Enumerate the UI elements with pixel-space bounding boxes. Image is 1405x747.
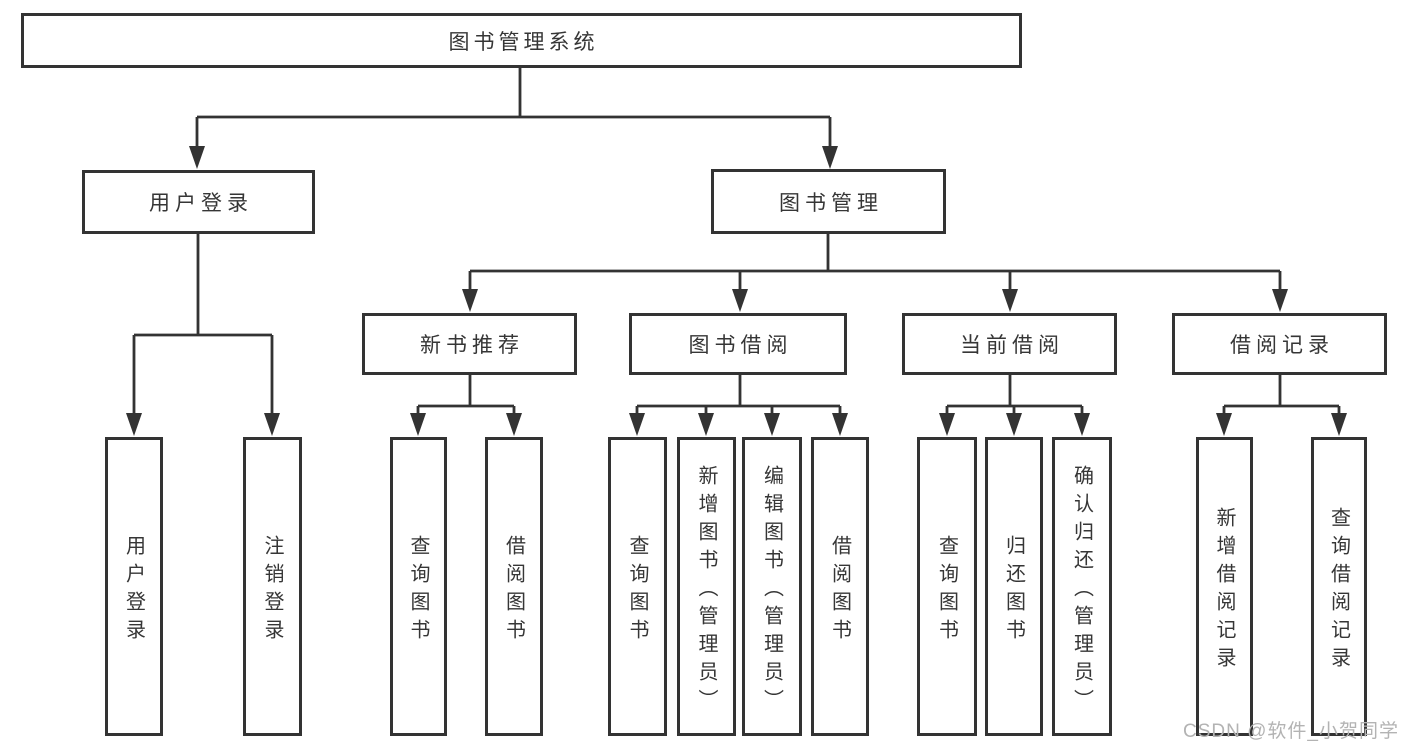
- leaf-label: 新增借阅记录: [1213, 506, 1235, 675]
- node-borrow-records: 借阅记录: [1172, 313, 1387, 375]
- leaf-label: 借阅图书: [828, 534, 851, 647]
- leaf-label: 查询图书: [407, 534, 429, 647]
- arrowhead: [939, 413, 955, 436]
- arrowhead: [506, 413, 522, 436]
- node-current-borrow-label: 当前借阅: [960, 334, 1064, 357]
- leaf-user-login: 用户登录: [105, 437, 163, 736]
- leaf-query-books-recommend: 查询图书: [390, 437, 447, 736]
- csdn-watermark: CSDN @软件_小贺同学: [1183, 721, 1399, 742]
- arrowhead: [1002, 289, 1018, 312]
- arrowhead: [126, 413, 142, 436]
- arrowhead: [264, 413, 280, 436]
- node-library-system: 图书管理系统: [21, 13, 1022, 68]
- arrowhead: [1331, 413, 1347, 436]
- arrowhead: [410, 413, 426, 436]
- leaf-query-borrow-record: 查询借阅记录: [1311, 437, 1367, 736]
- arrowhead: [189, 146, 205, 169]
- leaf-borrow-books: 借阅图书: [811, 437, 869, 736]
- node-book-borrow-label: 图书借阅: [688, 334, 793, 357]
- leaf-label: 查询图书: [626, 534, 648, 647]
- leaf-return-books: 归还图书: [985, 437, 1043, 736]
- leaf-query-books-borrow: 查询图书: [608, 437, 667, 736]
- leaf-label: 归还图书: [1002, 534, 1025, 647]
- arrowhead: [822, 146, 838, 169]
- node-user-login-label: 用户登录: [149, 192, 253, 215]
- leaf-label: 查询借阅记录: [1327, 506, 1350, 675]
- arrowhead: [764, 413, 780, 436]
- arrowhead: [732, 289, 748, 312]
- arrowhead: [1074, 413, 1090, 436]
- arrowhead: [629, 413, 645, 436]
- leaf-add-books-admin: 新增图书（管理员）: [677, 437, 736, 736]
- leaf-label: 编辑图书（管理员）: [760, 464, 783, 717]
- leaf-borrow-books-recommend: 借阅图书: [485, 437, 543, 736]
- leaf-label: 借阅图书: [502, 534, 525, 647]
- node-new-book-recommend-label: 新书推荐: [420, 334, 524, 357]
- node-library-system-label: 图书管理系统: [448, 30, 599, 54]
- node-book-borrow: 图书借阅: [629, 313, 847, 375]
- leaf-query-books-current: 查询图书: [917, 437, 977, 736]
- leaf-label: 查询图书: [935, 534, 958, 647]
- leaf-label: 确认归还（管理员）: [1070, 464, 1093, 717]
- arrowhead: [462, 289, 478, 312]
- node-current-borrow: 当前借阅: [902, 313, 1117, 375]
- leaf-user-login-label: 用户登录: [122, 534, 145, 647]
- leaf-edit-books-admin: 编辑图书（管理员）: [742, 437, 802, 736]
- arrowhead: [1272, 289, 1288, 312]
- arrowhead: [1216, 413, 1232, 436]
- node-book-management-label: 图书管理: [779, 191, 883, 215]
- arrowhead: [832, 413, 848, 436]
- node-borrow-records-label: 借阅记录: [1230, 334, 1334, 357]
- leaf-logout: 注销登录: [243, 437, 302, 736]
- node-user-login: 用户登录: [82, 170, 315, 234]
- leaf-confirm-return-admin: 确认归还（管理员）: [1052, 437, 1112, 736]
- leaf-label: 新增图书（管理员）: [695, 464, 717, 717]
- leaf-add-borrow-record: 新增借阅记录: [1196, 437, 1253, 736]
- node-new-book-recommend: 新书推荐: [362, 313, 577, 375]
- arrowhead: [698, 413, 714, 436]
- node-book-management: 图书管理: [711, 169, 946, 234]
- arrowhead: [1006, 413, 1022, 436]
- leaf-logout-label: 注销登录: [261, 534, 283, 647]
